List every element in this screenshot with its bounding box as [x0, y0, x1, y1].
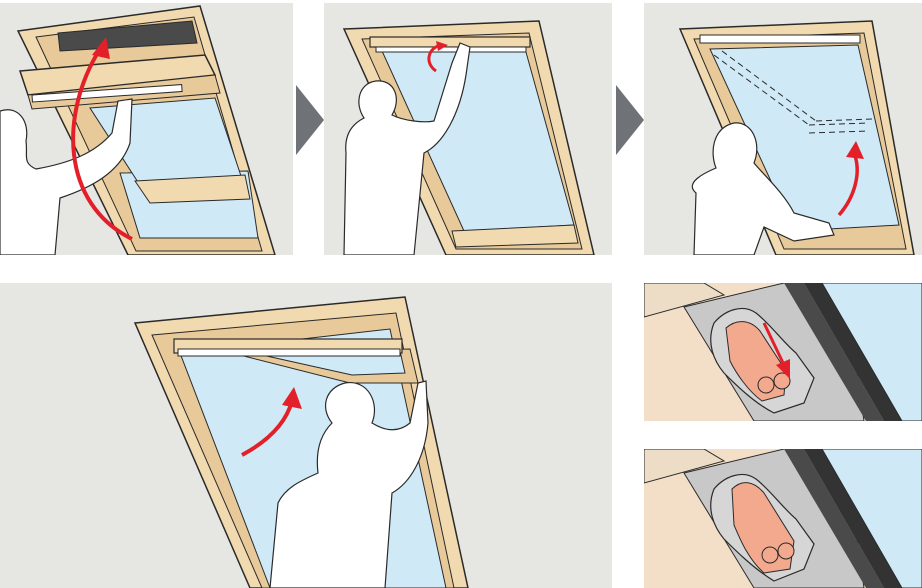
detail-2-panel — [644, 449, 922, 588]
step-2-panel — [324, 3, 612, 255]
chevron-right-icon — [616, 85, 644, 155]
step-4-panel — [0, 283, 612, 588]
chevron-right-icon — [296, 85, 324, 155]
remove-top-rail-icon — [324, 3, 612, 255]
fold-sash-down-icon — [644, 3, 922, 255]
window-sash-rotated-open-icon — [0, 3, 293, 255]
step-arrow-2 — [616, 85, 644, 155]
detail-1-panel — [644, 283, 922, 421]
step-arrow-1 — [296, 85, 324, 155]
step-3-panel — [644, 3, 922, 255]
step-1-panel — [0, 3, 293, 255]
clip-detail-open-icon — [644, 283, 922, 421]
clip-detail-closed-icon — [644, 449, 922, 588]
install-blind-rail-icon — [0, 283, 612, 588]
